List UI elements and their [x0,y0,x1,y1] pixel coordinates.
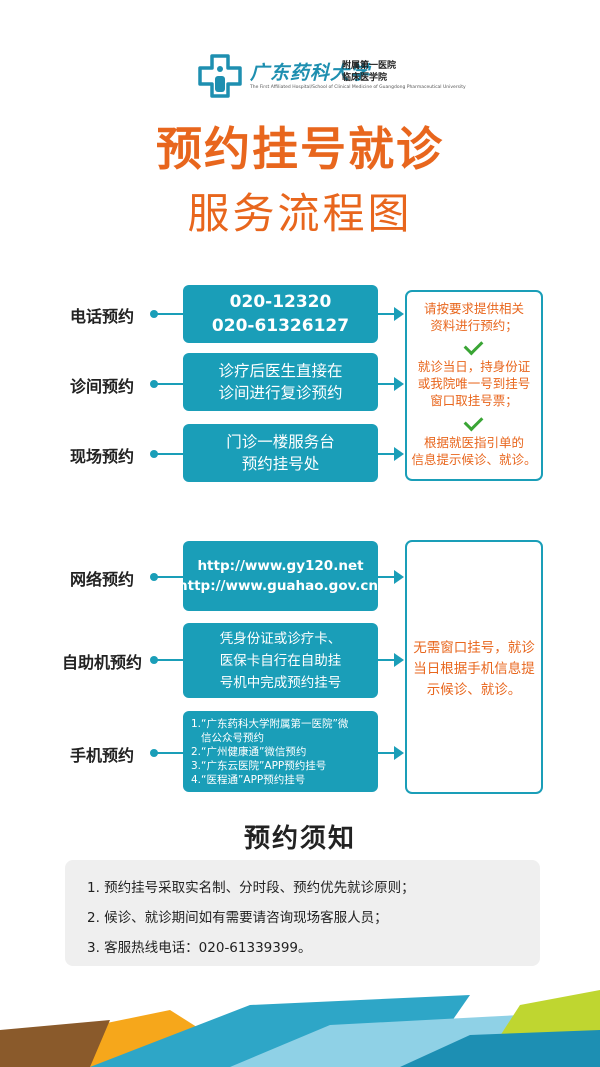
arrow-right-icon [394,447,404,461]
arrow-line [378,453,396,455]
web-booking-button[interactable]: http://www.gy120.net http://www.guahao.g… [178,541,383,611]
step-line: 资料进行预约； [430,318,518,333]
button-line: 预约挂号处 [241,455,320,473]
phone-booking-label: 电话预约 [70,307,135,326]
notice-box: 1. 预约挂号采取实名制、分时段、预约优先就诊原则； 2. 候诊、就诊期间如有需… [65,860,540,966]
offline-steps-box: 请按要求提供相关 资料进行预约； 就诊当日，持身份证 或我院唯一号到挂号 窗口取… [405,290,543,481]
notice-item: 3. 客服热线电话：020-61339399。 [87,940,312,956]
decorative-footer-shapes [0,990,600,1067]
notice-item: 2. 候诊、就诊期间如有需要请咨询现场客服人员； [87,910,388,926]
connector-line [154,752,184,754]
step-3: 根据就医指引单的 信息提示候诊、就诊。 [407,434,541,468]
arrow-line [378,659,396,661]
online-result-text: 无需窗口挂号，就诊 当日根据手机信息提 示候诊、就诊。 [407,638,541,701]
step-2: 就诊当日，持身份证 或我院唯一号到挂号 窗口取挂号票； [407,358,541,409]
mobile-option: 信公众号预约 [201,731,264,744]
booking-url: http://www.guahao.gov.cn/ [178,578,383,594]
step-line: 请按要求提供相关 [423,301,524,316]
step-line: 窗口取挂号票； [430,393,518,408]
kiosk-booking-label: 自助机预约 [62,653,143,672]
hospital-name: 广东药科大学 [250,62,371,84]
clinic-booking-button[interactable]: 诊疗后医生直接在 诊间进行复诊预约 [183,353,378,411]
connector-line [154,576,184,578]
phone-booking-button[interactable]: 020-12320 020-61326127 [183,285,378,343]
button-line: 诊疗后医生直接在 [218,362,343,380]
result-line: 无需窗口挂号，就诊 [413,640,535,656]
notice-item: 1. 预约挂号采取实名制、分时段、预约优先就诊原则； [87,880,415,896]
connector-line [154,383,184,385]
hospital-subname: 附属第一医院 临床医学院 [342,60,422,84]
arrow-right-icon [394,653,404,667]
onsite-booking-button[interactable]: 门诊一楼服务台 预约挂号处 [183,424,378,482]
check-icon [463,411,484,432]
phone-number: 020-61326127 [211,316,350,336]
check-icon [463,335,484,356]
button-line: 门诊一楼服务台 [226,433,335,451]
step-line: 信息提示候诊、就诊。 [411,452,537,467]
button-line: 号机中完成预约挂号 [219,674,342,691]
notice-title: 预约须知 [243,824,356,854]
arrow-line [378,576,396,578]
arrow-line [378,313,396,315]
page-subtitle: 服务流程图 [187,189,413,238]
phone-number: 020-12320 [229,292,332,312]
result-line: 示候诊、就诊。 [426,682,522,698]
button-line: 医保卡自行在自助挂 [219,652,342,669]
kiosk-booking-button[interactable]: 凭身份证或诊疗卡、 医保卡自行在自助挂 号机中完成预约挂号 [183,623,378,698]
hospital-english-name: The First Affiliated Hospital/School of … [250,85,466,90]
button-line: 诊间进行复诊预约 [218,384,343,402]
hospital-logo-icon [198,54,242,98]
mobile-option: 1.“广东药科大学附属第一医院”微 [191,717,349,730]
arrow-right-icon [394,570,404,584]
connector-line [154,659,184,661]
mobile-booking-button[interactable]: 1.“广东药科大学附属第一医院”微 信公众号预约 2.“广州健康通”微信预约 3… [183,711,378,792]
online-result-box: 无需窗口挂号，就诊 当日根据手机信息提 示候诊、就诊。 [405,540,543,794]
step-line: 或我院唯一号到挂号 [417,376,531,391]
step-line: 就诊当日，持身份证 [417,359,531,374]
hospital-subname-line: 临床医学院 [342,73,388,83]
button-line: 凭身份证或诊疗卡、 [219,630,342,647]
booking-url: http://www.gy120.net [197,558,364,574]
mobile-option: 4.“医程通”APP预约挂号 [191,773,306,786]
mobile-option: 2.“广州健康通”微信预约 [191,745,307,758]
arrow-line [378,383,396,385]
clinic-booking-label: 诊间预约 [70,377,135,396]
arrow-right-icon [394,377,404,391]
arrow-right-icon [394,307,404,321]
hospital-subname-line: 附属第一医院 [342,61,397,71]
result-line: 当日根据手机信息提 [413,661,535,677]
step-line: 根据就医指引单的 [423,435,524,450]
step-1: 请按要求提供相关 资料进行预约； [407,300,541,334]
page-title: 预约挂号就诊 [156,122,444,176]
connector-line [154,453,184,455]
onsite-booking-label: 现场预约 [70,447,135,466]
arrow-right-icon [394,746,404,760]
web-booking-label: 网络预约 [70,570,135,589]
mobile-option: 3.“广东云医院”APP预约挂号 [191,759,327,772]
mobile-booking-label: 手机预约 [70,746,135,765]
arrow-line [378,752,396,754]
connector-line [154,313,184,315]
